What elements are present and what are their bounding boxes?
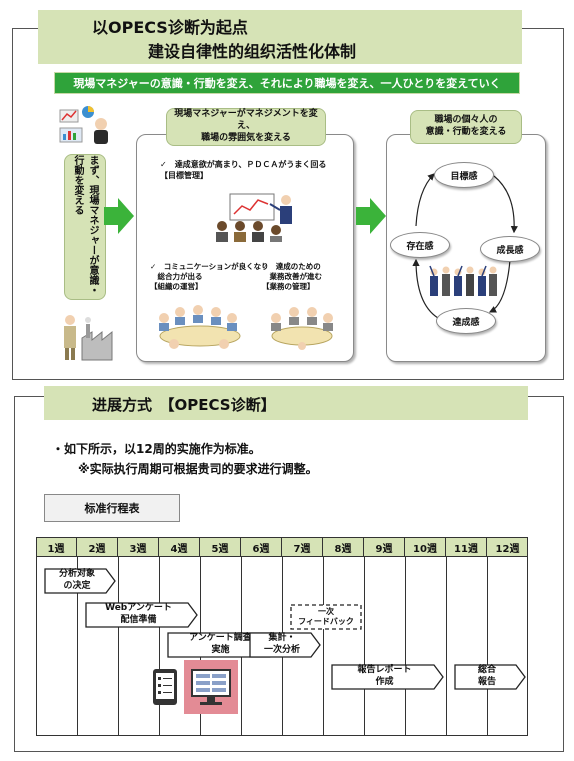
week-header-10: 10週 [405,537,446,557]
center-box [136,134,354,362]
item-organization-operation: ✓ コミュニケーションが良くなり 総合力が出る 【組織の運営】 [150,262,269,292]
task-label: 総合 報告 [477,665,496,687]
task-label: 報告レポート 作成 [357,665,412,687]
item-business-management: ✓ 達成のための 業務改善が進む 【業務の管理】 [262,262,322,292]
task-label: Webアンケート 配信準備 [105,603,172,625]
meeting-illustration-1 [159,305,241,349]
gantt-task-7: 総合 報告 [454,664,526,690]
schedule-label: 标准行程表 [44,494,180,522]
task-label: 一次 フィードバック [298,606,354,626]
week-grid-line [405,557,406,735]
bottom-title: 进展方式 【OPECS诊断】 [92,396,276,414]
note-line-1: ・如下所示，以12周的实施作为标准。 [52,442,261,456]
gantt-task-1: 分析对象 の决定 [44,568,116,594]
top-title-band [38,10,522,64]
gantt-header-bg [36,537,528,557]
week-grid-line [446,557,447,735]
week-grid-line [77,557,78,735]
week-header-11: 11週 [446,537,487,557]
week-header-12: 12週 [495,543,520,555]
right-callout-text: 職場の個々人の 意識・行動を変える [425,115,507,137]
task-arrow-shape [331,664,444,690]
manager-chart-illustration [59,106,108,144]
gantt-task-2: Webアンケート 配信準備 [85,602,198,628]
cycle-goal-sense: 目標感 [434,162,494,188]
week-header-1: 1週 [36,537,77,557]
meeting-illustration-2 [271,307,333,350]
week-header-9: 9週 [364,537,405,557]
task-label: 分析对象 の决定 [58,569,95,591]
presentation-illustration [216,193,292,242]
factory-worker-illustration [64,315,113,361]
task-arrow-shape [249,632,321,658]
top-title-line2: 建设自律性的组织活性化体制 [148,42,357,61]
cycle-arrows [412,173,518,319]
smartphone-icon [153,669,177,705]
week-header-5: 5週 [200,537,241,557]
top-title-line1: 以OPECS诊断为起点 [92,18,248,37]
arrow-right-1-icon [104,198,134,234]
week-header-6: 6週 [241,537,282,557]
task-label: アンケート調査 実施 [189,633,252,655]
right-callout: 職場の個々人の 意識・行動を変える [410,110,522,144]
task-arrow-shape [44,568,116,594]
week-grid-line [487,557,488,735]
week-header-4: 4週 [159,537,200,557]
note-line-2: ※实际执行周期可根据贵司的要求进行调整。 [78,462,318,476]
week-grid-line [159,557,160,735]
gantt-task-4: 集計・ 一次分析 [249,632,321,658]
week-grid-line [323,557,324,735]
week-header-8: 8週 [323,537,364,557]
week-header-7: 7週 [282,537,323,557]
gantt-body-border [36,556,528,736]
week-grid-line [118,557,119,735]
top-banner: 現場マネジャーの意識・行動を変え、それにより職場を変え、一人ひとりを変えていく [54,72,520,94]
center-callout: 現場マネジャーがマネジメントを変え、 職場の雰囲気を変える [166,108,326,146]
gantt-task-6: 報告レポート 作成 [331,664,444,690]
task-label: 集計・ 一次分析 [263,633,300,655]
week-header-3: 3週 [118,537,159,557]
cycle-achievement-sense: 達成感 [436,308,496,334]
item-goal-management: ✓ 達成意欲が高まり、ＰＤＣＡがうまく回る 【目標管理】 [160,160,327,180]
arrow-right-2-icon [356,198,386,234]
cycle-growth-sense: 成長感 [480,236,540,262]
computer-icon [184,660,238,714]
cycle-existence-sense: 存在感 [390,232,450,258]
task-arrow-shape [290,604,362,630]
task-arrow-shape [85,602,198,628]
task-arrow-shape [454,664,526,690]
center-callout-text: 現場マネジャーがマネジメントを変え、 職場の雰囲気を変える [174,109,318,143]
manager-first-change-box: まず、現場マネジャーが意識・行動を変える [64,154,106,300]
team-cheering-illustration [429,265,497,296]
gantt-task-5: 一次 フィードバック [290,604,362,630]
week-grid-line [364,557,365,735]
bottom-title-band [44,386,528,420]
week-header-2: 2週 [77,537,118,557]
